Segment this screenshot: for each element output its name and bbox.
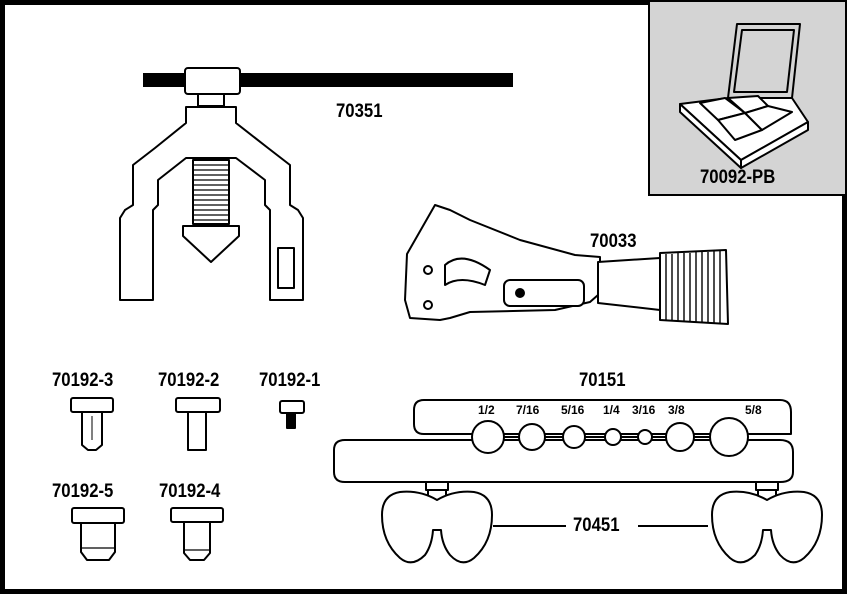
size-label: 3/8: [668, 403, 685, 417]
yoke-flaring-tool-icon: [119, 67, 513, 301]
label-70192-1: 70192-1: [259, 370, 321, 391]
size-label: 1/4: [603, 403, 620, 417]
flaring-bar-icon: [333, 399, 794, 483]
size-label: 5/16: [561, 403, 585, 417]
wing-nut-icon: [381, 481, 493, 564]
label-70033: 70033: [590, 231, 637, 252]
label-70192-3: 70192-3: [52, 370, 114, 391]
size-label: 5/8: [745, 403, 762, 417]
label-70092-pb: 70092-PB: [700, 167, 776, 188]
flaring-adapter-icon: [70, 397, 114, 451]
carrying-case-icon: [679, 23, 809, 169]
label-70151: 70151: [579, 370, 626, 391]
label-70192-2: 70192-2: [158, 370, 220, 391]
size-label: 1/2: [478, 403, 495, 417]
label-70192-5: 70192-5: [52, 481, 114, 502]
size-label: 7/16: [516, 403, 540, 417]
size-label: 3/16: [632, 403, 656, 417]
flaring-adapter-icon: [71, 507, 125, 561]
label-70451: 70451: [573, 515, 620, 536]
flaring-adapter-icon: [175, 397, 221, 451]
flaring-adapter-icon: [170, 507, 224, 561]
label-70351: 70351: [336, 101, 383, 122]
label-70192-4: 70192-4: [159, 481, 221, 502]
flaring-adapter-icon: [279, 400, 305, 429]
wing-nut-icon: [711, 481, 823, 564]
tube-cutter-icon: [404, 204, 729, 325]
